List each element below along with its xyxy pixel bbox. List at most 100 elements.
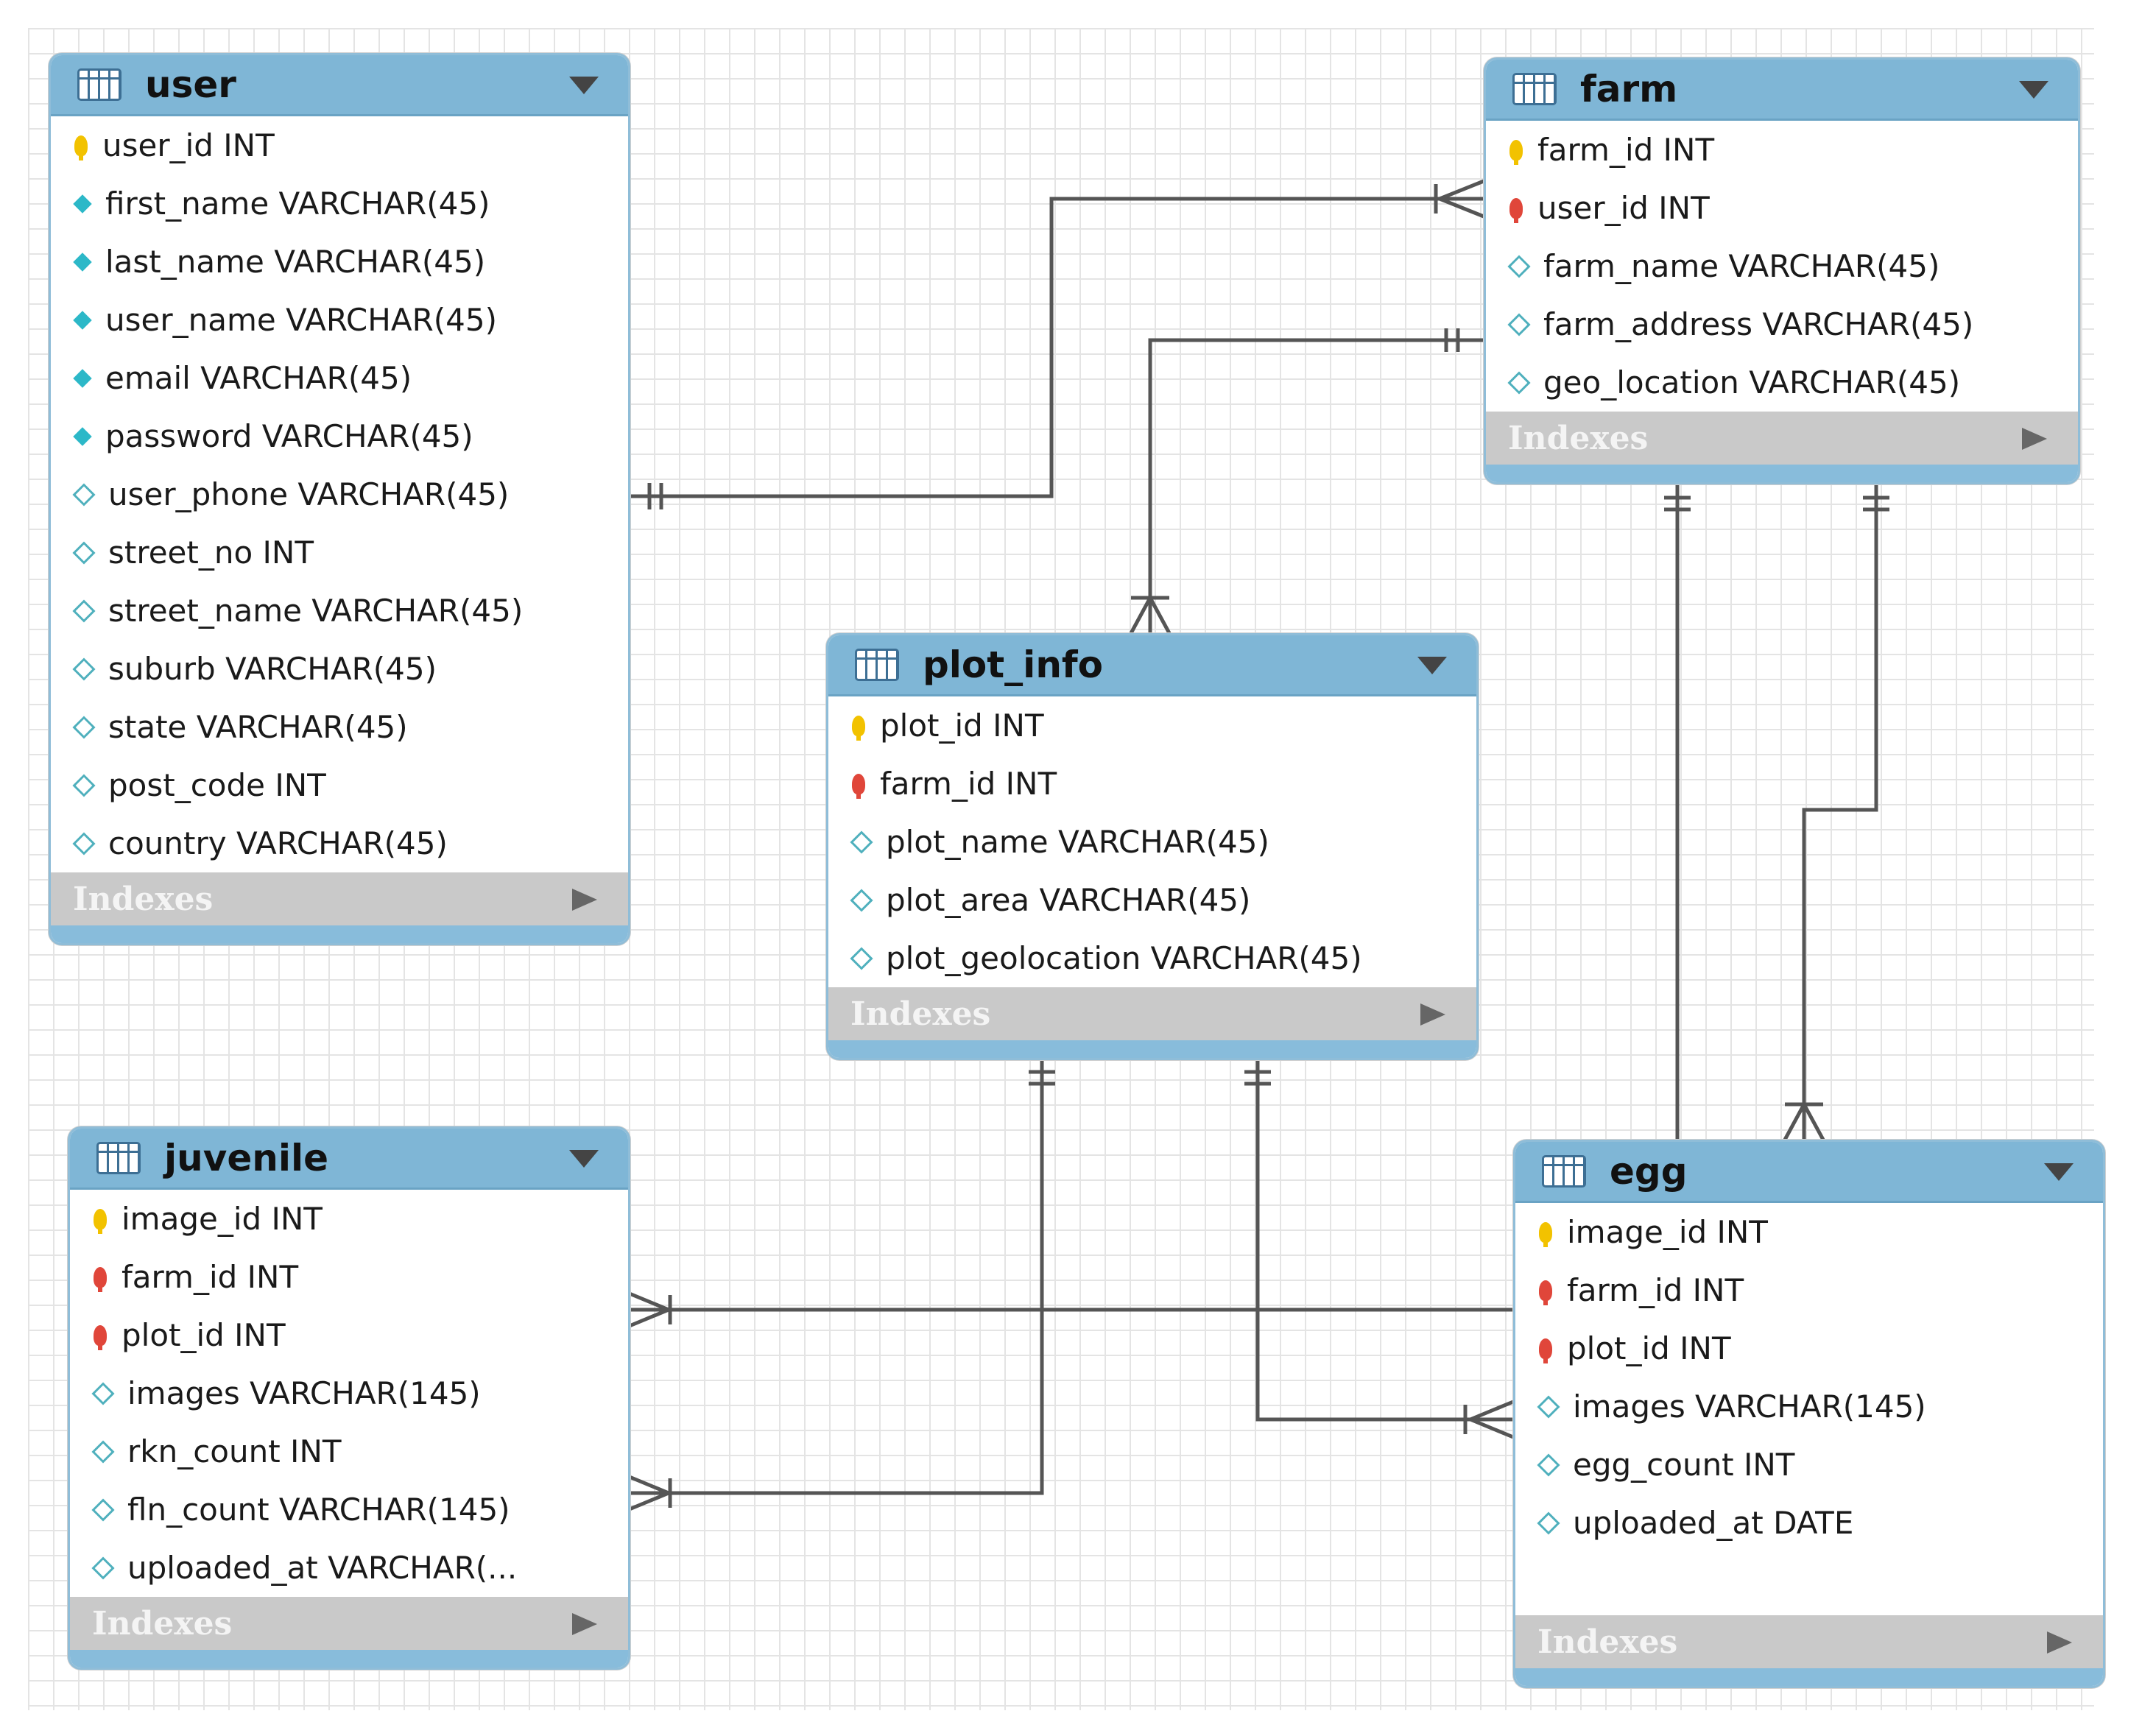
column-row[interactable]: geo_location VARCHAR(45) [1486,353,2078,412]
column-row[interactable]: farm_address VARCHAR(45) [1486,295,2078,353]
table-farm[interactable]: farm farm_id INT user_id INT farm_name V… [1484,57,2080,484]
column-row[interactable]: street_name VARCHAR(45) [51,582,628,640]
rel-plot-juvenile-line[interactable] [626,1054,1044,1495]
hollow-diamond-icon [72,715,96,739]
column-row[interactable]: farm_id INT [1515,1261,2103,1319]
column-list: user_id INT first_name VARCHAR(45) last_… [51,116,628,872]
column-label: egg_count INT [1573,1447,1795,1483]
hollow-diamond-icon [91,1497,115,1522]
column-row[interactable]: farm_name VARCHAR(45) [1486,237,2078,295]
key-icon [1539,1221,1552,1247]
column-row[interactable]: fln_count VARCHAR(145) [70,1481,628,1539]
column-label: street_no INT [108,534,314,571]
indexes-section[interactable]: Indexes [70,1597,628,1650]
key-icon [94,1208,107,1234]
table-plot-info[interactable]: plot_info plot_id INT farm_id INT plot_n… [826,633,1479,1060]
column-row[interactable]: suburb VARCHAR(45) [51,640,628,698]
column-row[interactable]: street_no INT [51,523,628,582]
column-row[interactable]: images VARCHAR(145) [1515,1377,2103,1436]
hollow-diamond-icon [72,540,96,565]
table-header[interactable]: farm [1486,60,2078,121]
column-row[interactable]: plot_id INT [70,1306,628,1364]
filled-diamond-icon [73,194,92,214]
column-row[interactable]: images VARCHAR(145) [70,1364,628,1422]
column-row[interactable]: user_id INT [1486,179,2078,237]
dropdown-arrow-icon[interactable] [1417,657,1447,674]
column-row[interactable]: last_name VARCHAR(45) [51,233,628,291]
expand-arrow-icon[interactable] [572,1613,597,1635]
column-row[interactable]: farm_id INT [828,755,1476,813]
column-row[interactable]: plot_geolocation VARCHAR(45) [828,929,1476,987]
expand-arrow-icon[interactable] [2047,1631,2072,1654]
column-label: password VARCHAR(45) [105,418,473,454]
column-row[interactable]: country VARCHAR(45) [51,814,628,872]
dropdown-arrow-icon[interactable] [2044,1163,2074,1181]
column-label: farm_id INT [1567,1272,1744,1308]
expand-arrow-icon[interactable] [1420,1003,1445,1026]
rel-plot-egg-line[interactable] [1255,1054,1513,1422]
foreign-key-icon [94,1266,107,1292]
table-bottom-strip [1515,1668,2103,1686]
table-grid-icon [1512,73,1557,105]
filled-diamond-icon [73,368,92,388]
column-label: uploaded_at DATE [1573,1505,1854,1541]
table-header[interactable]: juvenile [70,1129,628,1190]
indexes-section[interactable]: Indexes [828,987,1476,1040]
column-row[interactable]: farm_id INT [70,1248,628,1306]
column-row[interactable]: plot_area VARCHAR(45) [828,871,1476,929]
column-row[interactable]: user_id INT [51,116,628,174]
table-title: plot_info [923,643,1104,686]
column-label: user_phone VARCHAR(45) [108,476,510,512]
table-user[interactable]: user user_id INT first_name VARCHAR(45) … [49,53,630,945]
expand-arrow-icon[interactable] [2022,428,2047,450]
column-row[interactable]: uploaded_at DATE [1515,1494,2103,1552]
dropdown-arrow-icon[interactable] [569,77,599,94]
column-label: state VARCHAR(45) [108,709,408,745]
column-label: farm_id INT [880,766,1057,802]
table-header[interactable]: plot_info [828,635,1476,696]
rel-farm-plot-line[interactable] [1148,338,1484,633]
indexes-section[interactable]: Indexes [51,872,628,925]
table-header[interactable]: user [51,55,628,116]
column-row[interactable]: uploaded_at VARCHAR(... [70,1539,628,1597]
rel-farm-egg-many-line[interactable] [1802,480,1878,1140]
column-row[interactable]: post_code INT [51,756,628,814]
hollow-diamond-icon [91,1381,115,1405]
indexes-section[interactable]: Indexes [1486,412,2078,465]
indexes-label: Indexes [850,995,991,1033]
column-row[interactable]: image_id INT [1515,1203,2103,1261]
expand-arrow-icon[interactable] [572,889,597,911]
column-row[interactable]: user_name VARCHAR(45) [51,291,628,349]
column-row[interactable]: first_name VARCHAR(45) [51,174,628,233]
column-label: farm_address VARCHAR(45) [1543,306,1974,342]
table-egg[interactable]: egg image_id INT farm_id INT plot_id INT… [1513,1140,2105,1688]
dropdown-arrow-icon[interactable] [569,1150,599,1168]
column-row[interactable]: state VARCHAR(45) [51,698,628,756]
column-row[interactable]: plot_name VARCHAR(45) [828,813,1476,871]
table-juvenile[interactable]: juvenile image_id INT farm_id INT plot_i… [68,1126,630,1670]
column-row[interactable]: password VARCHAR(45) [51,407,628,465]
indexes-section[interactable]: Indexes [1515,1615,2103,1668]
column-row[interactable]: plot_id INT [828,696,1476,755]
column-row[interactable]: plot_id INT [1515,1319,2103,1377]
indexes-label: Indexes [1508,419,1649,457]
column-label: street_name VARCHAR(45) [108,593,524,629]
table-grid-icon [855,649,899,681]
column-label: images VARCHAR(145) [1573,1389,1926,1425]
column-row[interactable]: user_phone VARCHAR(45) [51,465,628,523]
hollow-diamond-icon [1507,370,1531,395]
hollow-diamond-icon [1507,254,1531,278]
column-row[interactable]: rkn_count INT [70,1422,628,1481]
table-grid-icon [77,68,121,101]
column-label: first_name VARCHAR(45) [105,186,490,222]
table-header[interactable]: egg [1515,1142,2103,1203]
column-label: suburb VARCHAR(45) [108,651,437,687]
rel-user-farm-line[interactable] [626,197,1484,498]
column-row[interactable]: email VARCHAR(45) [51,349,628,407]
column-row[interactable]: farm_id INT [1486,121,2078,179]
column-label: farm_id INT [121,1259,299,1295]
column-row[interactable]: egg_count INT [1515,1436,2103,1494]
rel-plot-egg-crowfoot [1465,1400,1514,1439]
dropdown-arrow-icon[interactable] [2019,81,2048,99]
column-row[interactable]: image_id INT [70,1190,628,1248]
